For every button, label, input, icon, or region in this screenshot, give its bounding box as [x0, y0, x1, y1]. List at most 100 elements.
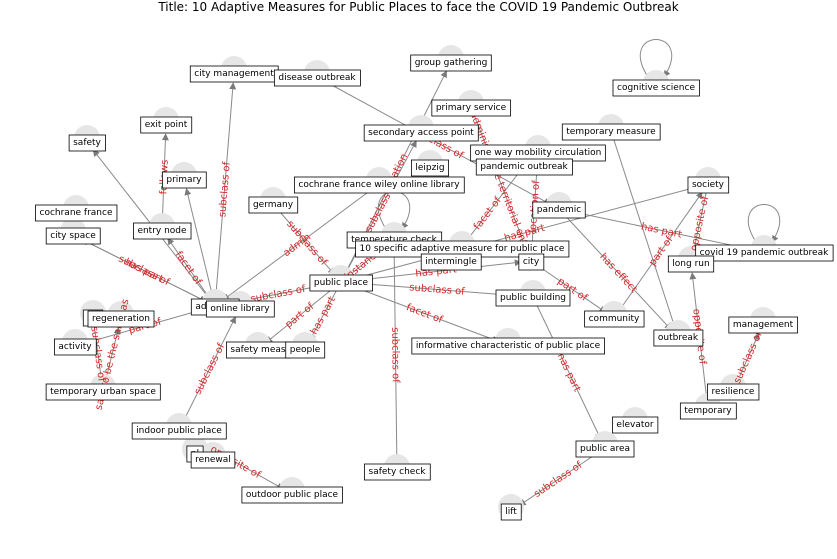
node-city-management[interactable]: city management — [189, 65, 279, 83]
node-label: public place — [314, 278, 369, 288]
edge-loop-covid-outbreak — [747, 204, 781, 243]
node-label: cochrane france wiley online library — [298, 180, 460, 190]
node-people[interactable]: people — [285, 341, 326, 359]
node-box-rect — [679, 402, 737, 420]
edge-public-area-to-lift — [518, 447, 606, 506]
node-safety[interactable]: safety — [68, 134, 106, 152]
node-city-space[interactable]: city space — [45, 227, 101, 245]
node-outbreak[interactable]: outbreak — [653, 329, 704, 347]
node-label: management — [733, 320, 794, 330]
node-disease-outbreak[interactable]: disease outbreak — [273, 69, 361, 87]
node-box-rect — [363, 124, 479, 142]
node-lift[interactable]: lift — [500, 503, 522, 521]
node-box-rect — [667, 255, 715, 273]
node-primary-service[interactable]: primary service — [431, 99, 512, 117]
edge-label-11: facet of — [405, 302, 445, 326]
node-primary[interactable]: primary — [161, 171, 207, 189]
node-label: elevator — [616, 420, 653, 430]
node-outdoor-public-place[interactable]: outdoor public place — [241, 486, 343, 504]
edge-label-18: opposite of — [689, 195, 712, 252]
node-society[interactable]: society — [687, 176, 730, 194]
edge-primary-service-to-city — [470, 106, 529, 253]
edges-layer — [72, 39, 781, 506]
node-cognitive-science[interactable]: cognitive science — [612, 79, 700, 97]
node-city[interactable]: city — [518, 253, 545, 271]
node-label: community — [589, 314, 640, 324]
edge-label-36: has part — [640, 221, 683, 240]
node-temp-urban-space[interactable]: temporary urban space — [45, 383, 161, 401]
node-box-rect — [309, 274, 373, 292]
edge-indoor-public-place-to-online-library — [178, 316, 236, 431]
edge-pandemic-to-outbreak — [558, 208, 672, 331]
edge-public-place-to-informative — [340, 281, 500, 343]
edge-label-9: subclass of — [389, 327, 401, 383]
node-public-area[interactable]: public area — [575, 440, 635, 458]
node-label: outdoor public place — [246, 490, 339, 500]
node-long-run[interactable]: long run — [667, 255, 715, 273]
node-label: lift — [505, 507, 517, 517]
edge-cochrane-wiley-to-adaptive — [222, 183, 380, 301]
node-box-rect — [431, 99, 512, 117]
node-box-rect — [140, 116, 193, 134]
node-renewal[interactable]: renewal — [190, 451, 236, 469]
node-box-rect — [241, 486, 343, 504]
node-box-rect — [133, 222, 192, 240]
node-pandemic-outbreak[interactable]: pandemic outbreak — [475, 158, 573, 176]
edge-label-23: subclass of — [732, 330, 765, 386]
node-indoor-public-place[interactable]: indoor public place — [131, 422, 227, 440]
node-label: cochrane france — [40, 208, 113, 218]
node-cochrane-france[interactable]: cochrane france — [35, 204, 118, 222]
node-label: primary service — [436, 103, 507, 113]
node-temporary[interactable]: temporary — [679, 402, 737, 420]
node-elevator[interactable]: elevator — [612, 416, 659, 434]
node-box-rect — [45, 227, 101, 245]
edge-label-3: facet of — [173, 250, 204, 288]
node-safety-meas[interactable]: safety meas — [226, 341, 291, 359]
node-box-rect — [475, 158, 573, 176]
node-cochrane-wiley[interactable]: cochrane france wiley online library — [293, 176, 465, 194]
node-label: public building — [500, 293, 566, 303]
node-regeneration[interactable]: regeneration — [87, 310, 155, 328]
edge-adaptive-to-city-management — [214, 82, 237, 307]
node-label: temporary measure — [566, 127, 656, 137]
edge-germany-to-public-place — [272, 203, 335, 275]
node-public-building[interactable]: public building — [495, 289, 571, 307]
node-covid-outbreak[interactable]: covid 19 pandemic outbreak — [695, 244, 834, 262]
node-resilience[interactable]: resilience — [707, 383, 760, 401]
edge-label-14: subclass of — [532, 460, 585, 500]
node-box-rect — [54, 338, 97, 356]
node-pandemic[interactable]: pandemic — [532, 201, 586, 219]
node-secondary-access-point[interactable]: secondary access point — [363, 124, 479, 142]
node-box-rect — [575, 440, 635, 458]
node-label: intermingle — [425, 257, 477, 267]
edge-community-to-society — [613, 191, 703, 319]
node-intermingle[interactable]: intermingle — [420, 253, 482, 271]
node-temporary-measure[interactable]: temporary measure — [561, 123, 661, 141]
node-label: renewal — [195, 455, 231, 465]
node-label: safety meas — [230, 345, 285, 355]
node-public-place[interactable]: public place — [309, 274, 373, 292]
edge-loop-cognitive-science — [639, 39, 673, 78]
node-box-rect — [728, 316, 799, 334]
node-management[interactable]: management — [728, 316, 799, 334]
node-box-rect — [87, 310, 155, 328]
node-leipzig[interactable]: leipzig — [410, 159, 450, 177]
node-label: leipzig — [415, 163, 444, 173]
node-activity[interactable]: activity — [54, 338, 97, 356]
node-box-rect — [495, 289, 571, 307]
node-entry-node[interactable]: entry node — [133, 222, 192, 240]
node-label: city — [523, 257, 540, 267]
node-group-gathering[interactable]: group gathering — [410, 54, 492, 72]
node-germany[interactable]: germany — [248, 196, 299, 214]
node-safety-check[interactable]: safety check — [364, 463, 431, 481]
node-label: society — [692, 180, 725, 190]
node-online-library[interactable]: online library — [205, 300, 275, 318]
node-box-rect — [190, 451, 236, 469]
node-community[interactable]: community — [584, 310, 645, 328]
node-box-rect — [612, 416, 659, 434]
node-label: secondary access point — [368, 128, 474, 138]
node-label: disease outbreak — [278, 73, 356, 83]
node-informative[interactable]: informative characteristic of public pla… — [411, 337, 605, 355]
node-label: indoor public place — [136, 426, 222, 436]
node-exit-point[interactable]: exit point — [140, 116, 193, 134]
